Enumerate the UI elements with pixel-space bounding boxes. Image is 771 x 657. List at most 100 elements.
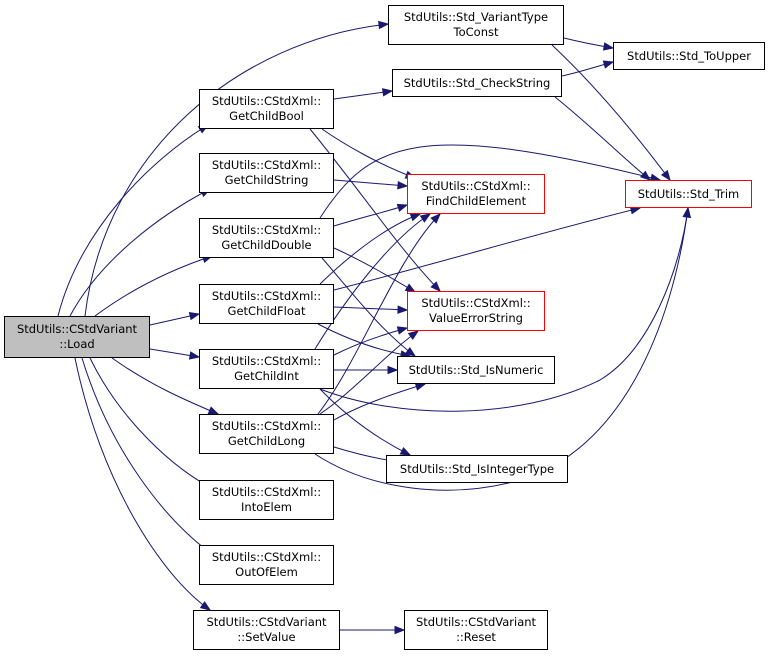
arrowhead-load-getchildlong — [207, 406, 220, 415]
arrowhead-load-getchildint — [188, 351, 201, 360]
edge-checkstring-trim — [554, 96, 651, 181]
arrowhead-getchildlong-trim — [682, 206, 691, 218]
node-getchilddouble[interactable]: StdUtils::CStdXml::GetChildDouble — [199, 218, 334, 258]
edge-getchilddouble-isnumeric — [321, 257, 416, 357]
node-label-line: StdUtils::CStdXml:: — [211, 158, 322, 172]
node-getchildstring[interactable]: StdUtils::CStdXml::GetChildString — [199, 153, 334, 193]
node-label-line: OutOfElem — [235, 565, 298, 579]
arrowhead-checkstring-trim — [639, 170, 652, 181]
edge-getchildstring-findchildelement — [333, 179, 408, 187]
arrowhead-varianttypetoconst-trim — [660, 169, 671, 182]
arrowhead-getchildint-findchildelement — [419, 213, 432, 223]
node-label-line: StdUtils::CStdXml:: — [211, 94, 322, 108]
arrowhead-getchildint-isnumeric — [387, 365, 399, 375]
node-label-line: StdUtils::Std_VariantType — [403, 10, 549, 24]
edge-getchilddouble-valueerrorstring — [333, 247, 416, 293]
arrowhead-getchildlong-findchildelement — [430, 213, 441, 224]
edge-getchildlong-isnumeric — [333, 383, 426, 421]
node-getchildlong[interactable]: StdUtils::CStdXml::GetChildLong — [199, 414, 334, 454]
node-label-line: ValueErrorString — [429, 311, 523, 325]
arrowhead-load-getchildfloat — [188, 311, 201, 321]
edge-varianttypetoconst-trim — [551, 44, 671, 181]
node-checkstring[interactable]: StdUtils::Std_CheckString — [392, 69, 562, 97]
edge-load-setvalue — [74, 357, 211, 611]
node-reset[interactable]: StdUtils::CStdVariant::Reset — [404, 610, 548, 650]
edge-getchildlong-findchildelement — [317, 213, 441, 415]
node-label-line: StdUtils::CStdXml:: — [421, 179, 531, 193]
node-label-line: StdUtils::CStdVariant — [16, 322, 138, 336]
node-valueerrorstring[interactable]: StdUtils::CStdXml::ValueErrorString — [407, 291, 545, 331]
node-label-line: GetChildDouble — [221, 238, 312, 252]
node-getchildfloat[interactable]: StdUtils::CStdXml::GetChildFloat — [199, 284, 334, 324]
node-label-line: GetChildInt — [234, 369, 299, 383]
node-label-line: GetChildLong — [227, 434, 306, 448]
node-label-line: StdUtils::Std_ToUpper — [627, 48, 751, 63]
node-getchildbool[interactable]: StdUtils::CStdXml::GetChildBool — [199, 89, 334, 129]
arrowhead-getchilddouble-findchildelement — [396, 203, 409, 212]
edge-getchilddouble-findchildelement — [333, 204, 408, 227]
edge-getchildint-findchildelement — [314, 213, 431, 350]
node-isnumeric[interactable]: StdUtils::Std_IsNumeric — [397, 356, 555, 384]
arrowhead-getchildfloat-findchildelement — [409, 213, 422, 222]
edge-getchildbool-checkstring — [333, 90, 393, 100]
node-label-line: StdUtils::CStdXml:: — [421, 296, 531, 310]
arrowhead-checkstring-toupper — [602, 60, 615, 69]
node-label-line: GetChildString — [224, 173, 309, 187]
node-label-line: ToConst — [453, 25, 499, 39]
node-label-line: StdUtils::CStdXml:: — [211, 223, 322, 237]
edge-getchildbool-findchildelement — [321, 128, 416, 179]
node-toupper[interactable]: StdUtils::Std_ToUpper — [613, 42, 765, 70]
node-label-line: StdUtils::Std_IsNumeric — [408, 362, 544, 377]
arrowhead-getchildstring-findchildelement — [397, 181, 409, 190]
node-label-line: StdUtils::CStdXml:: — [211, 354, 322, 368]
arrowhead-getchildbool-checkstring — [382, 88, 394, 97]
node-label-line: ::Load — [59, 337, 95, 351]
node-label-line: GetChildBool — [229, 109, 304, 123]
arrowhead-getchildbool-valueerrorstring — [430, 281, 441, 292]
arrowhead-getchildlong-isnumeric — [414, 382, 427, 391]
node-intoelem[interactable]: StdUtils::CStdXml::IntoElem — [199, 480, 334, 520]
edge-load-getchildstring — [69, 188, 211, 317]
node-label-line: IntoElem — [241, 500, 292, 514]
node-label-line: ::SetValue — [237, 630, 296, 644]
node-label-line: StdUtils::Std_Trim — [637, 186, 740, 201]
edge-getchildfloat-findchildelement — [319, 213, 421, 285]
arrowhead-load-setvalue — [199, 601, 212, 611]
arrowhead-getchildlong-valueerrorstring — [407, 330, 420, 341]
node-label-line: StdUtils::Std_CheckString — [403, 75, 551, 90]
node-load[interactable]: StdUtils::CStdVariant::Load — [4, 316, 150, 358]
node-label-line: StdUtils::Std_IsIntegerType — [399, 461, 555, 476]
edge-load-outofelem — [81, 357, 213, 555]
edge-getchildfloat-valueerrorstring — [333, 306, 408, 311]
node-label-line: ::Reset — [456, 630, 496, 644]
edge-load-getchildlong — [111, 357, 219, 415]
arrowhead-load-varianttypetoconst — [378, 20, 390, 30]
node-label-line: StdUtils::CStdXml:: — [211, 289, 322, 303]
node-label-line: FindChildElement — [425, 194, 527, 208]
node-isintegertype[interactable]: StdUtils::Std_IsIntegerType — [386, 455, 568, 483]
node-findchildelement[interactable]: StdUtils::CStdXml::FindChildElement — [407, 174, 545, 214]
arrowhead-setvalue-reset — [394, 625, 406, 635]
node-label-line: StdUtils::CStdVariant — [206, 615, 327, 629]
edge-load-intoelem — [89, 357, 213, 489]
edge-getchildlong-valueerrorstring — [319, 330, 419, 415]
node-getchildint[interactable]: StdUtils::CStdXml::GetChildInt — [199, 349, 334, 389]
edge-getchildlong-trim — [314, 207, 689, 491]
node-trim[interactable]: StdUtils::Std_Trim — [625, 180, 752, 208]
node-label-line: StdUtils::CStdXml:: — [211, 419, 322, 433]
arrowhead-getchildint-isintegertype — [399, 446, 412, 456]
node-outofelem[interactable]: StdUtils::CStdXml::OutOfElem — [199, 545, 334, 585]
node-label-line: StdUtils::CStdXml:: — [211, 485, 322, 499]
node-label-line: GetChildFloat — [227, 304, 306, 318]
node-label-line: StdUtils::CStdVariant — [415, 615, 537, 629]
arrowhead-getchilddouble-isnumeric — [404, 346, 417, 357]
node-setvalue[interactable]: StdUtils::CStdVariant::SetValue — [193, 610, 340, 650]
edge-getchilddouble-trim — [319, 144, 661, 219]
arrowhead-varianttypetoconst-toupper — [602, 42, 615, 51]
edge-getchildbool-valueerrorstring — [309, 128, 441, 292]
arrowhead-getchildfloat-valueerrorstring — [397, 305, 409, 314]
node-label-line: StdUtils::CStdXml:: — [211, 550, 322, 564]
edge-getchildint-valueerrorstring — [333, 327, 408, 356]
arrowhead-getchildint-valueerrorstring — [396, 326, 409, 335]
